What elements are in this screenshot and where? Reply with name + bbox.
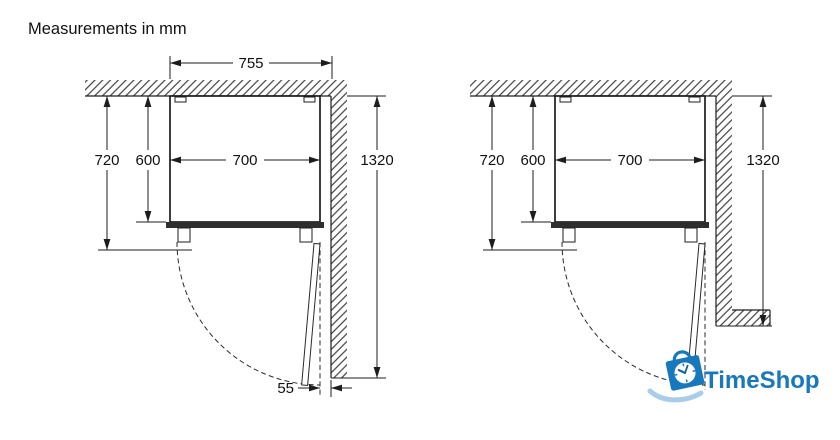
right-wall-return — [716, 310, 770, 326]
dim-600-label: 600 — [135, 152, 160, 169]
hinge-left-icon — [559, 96, 572, 103]
dim-720-label: 720 — [94, 152, 119, 169]
door-hinge-left — [562, 227, 576, 243]
dim-1320-left: 1320 — [331, 95, 394, 379]
dim-1320-label: 1320 — [360, 152, 393, 169]
bag-handle — [672, 350, 692, 363]
right-side-wall — [716, 96, 732, 310]
logo-bag-icon — [665, 350, 705, 391]
right-diagram: 700 720 600 1320 — [470, 80, 780, 390]
page-title: Measurements in mm — [28, 20, 187, 38]
dim-700-label: 700 — [232, 152, 257, 169]
left-top-wall — [85, 80, 347, 96]
appliance-box — [169, 95, 321, 223]
dim-700-right: 700 — [555, 152, 705, 169]
left-appliance — [166, 95, 324, 243]
dim-720-label: 720 — [479, 152, 504, 169]
door-hinge-right — [299, 227, 313, 243]
hinge-right-icon — [303, 96, 316, 103]
timeshop-logo: TimeShop — [647, 350, 820, 403]
dim-1320-right: 1320 — [716, 95, 780, 327]
logo-swoosh — [647, 388, 704, 403]
dim-55-label: 55 — [277, 380, 294, 397]
open-door — [301, 242, 321, 387]
dim-700-left: 700 — [170, 152, 320, 169]
appliance-door-front — [166, 222, 324, 228]
dim-55: 55 — [277, 380, 352, 397]
dim-600-label: 600 — [520, 152, 545, 169]
dim-755: 755 — [169, 55, 333, 79]
dim-720-600-right: 720 600 — [479, 96, 577, 251]
logo-text: TimeShop — [704, 367, 820, 394]
clock-minute-hand — [684, 364, 689, 374]
left-side-wall — [331, 96, 347, 378]
logo-clock-icon — [674, 362, 696, 384]
right-top-wall — [470, 80, 732, 96]
hinge-left-icon — [174, 96, 187, 103]
dim-700-label: 700 — [617, 152, 642, 169]
door-swing-arc — [176, 241, 321, 386]
dim-720-600-left: 720 600 — [94, 96, 192, 251]
door-hinge-left — [177, 227, 191, 243]
hinge-right-icon — [688, 96, 701, 103]
right-appliance — [551, 95, 709, 243]
left-diagram: 755 700 720 600 1320 — [85, 55, 394, 397]
dim-755-label: 755 — [238, 55, 263, 72]
appliance-door-front — [551, 222, 709, 228]
door-hinge-right — [684, 227, 698, 243]
dim-1320-label: 1320 — [746, 152, 779, 169]
